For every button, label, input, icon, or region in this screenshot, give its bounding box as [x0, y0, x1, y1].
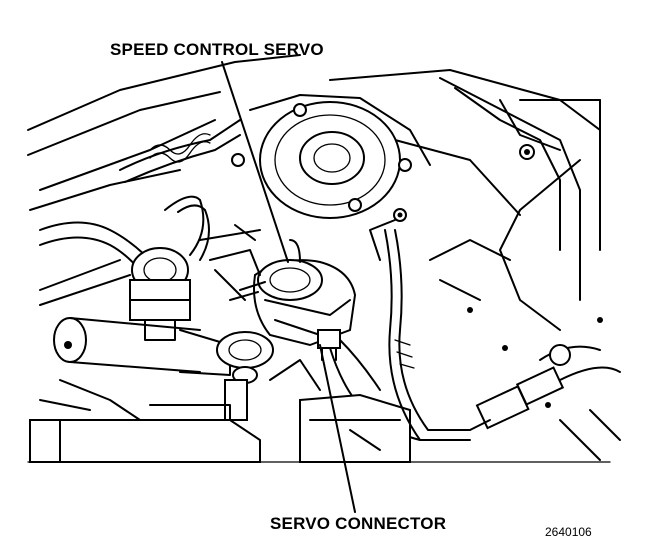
- speed-control-servo-body: [214, 239, 357, 347]
- servo-connector-label: SERVO CONNECTOR: [270, 514, 447, 533]
- throttle-body-assembly: [129, 247, 191, 341]
- speed-control-servo-label: SPEED CONTROL SERVO: [110, 40, 324, 59]
- wiring-harness-right: [369, 208, 621, 441]
- connector-leader-line: [319, 344, 356, 513]
- shock-tower: [231, 94, 431, 219]
- misc-detail-lines: [39, 224, 621, 461]
- left-tube: [53, 317, 231, 376]
- servo-leader-line: [221, 61, 289, 263]
- figure-number: 2640106: [545, 525, 592, 539]
- lower-components: [29, 331, 411, 463]
- background-body-panels: [27, 54, 603, 351]
